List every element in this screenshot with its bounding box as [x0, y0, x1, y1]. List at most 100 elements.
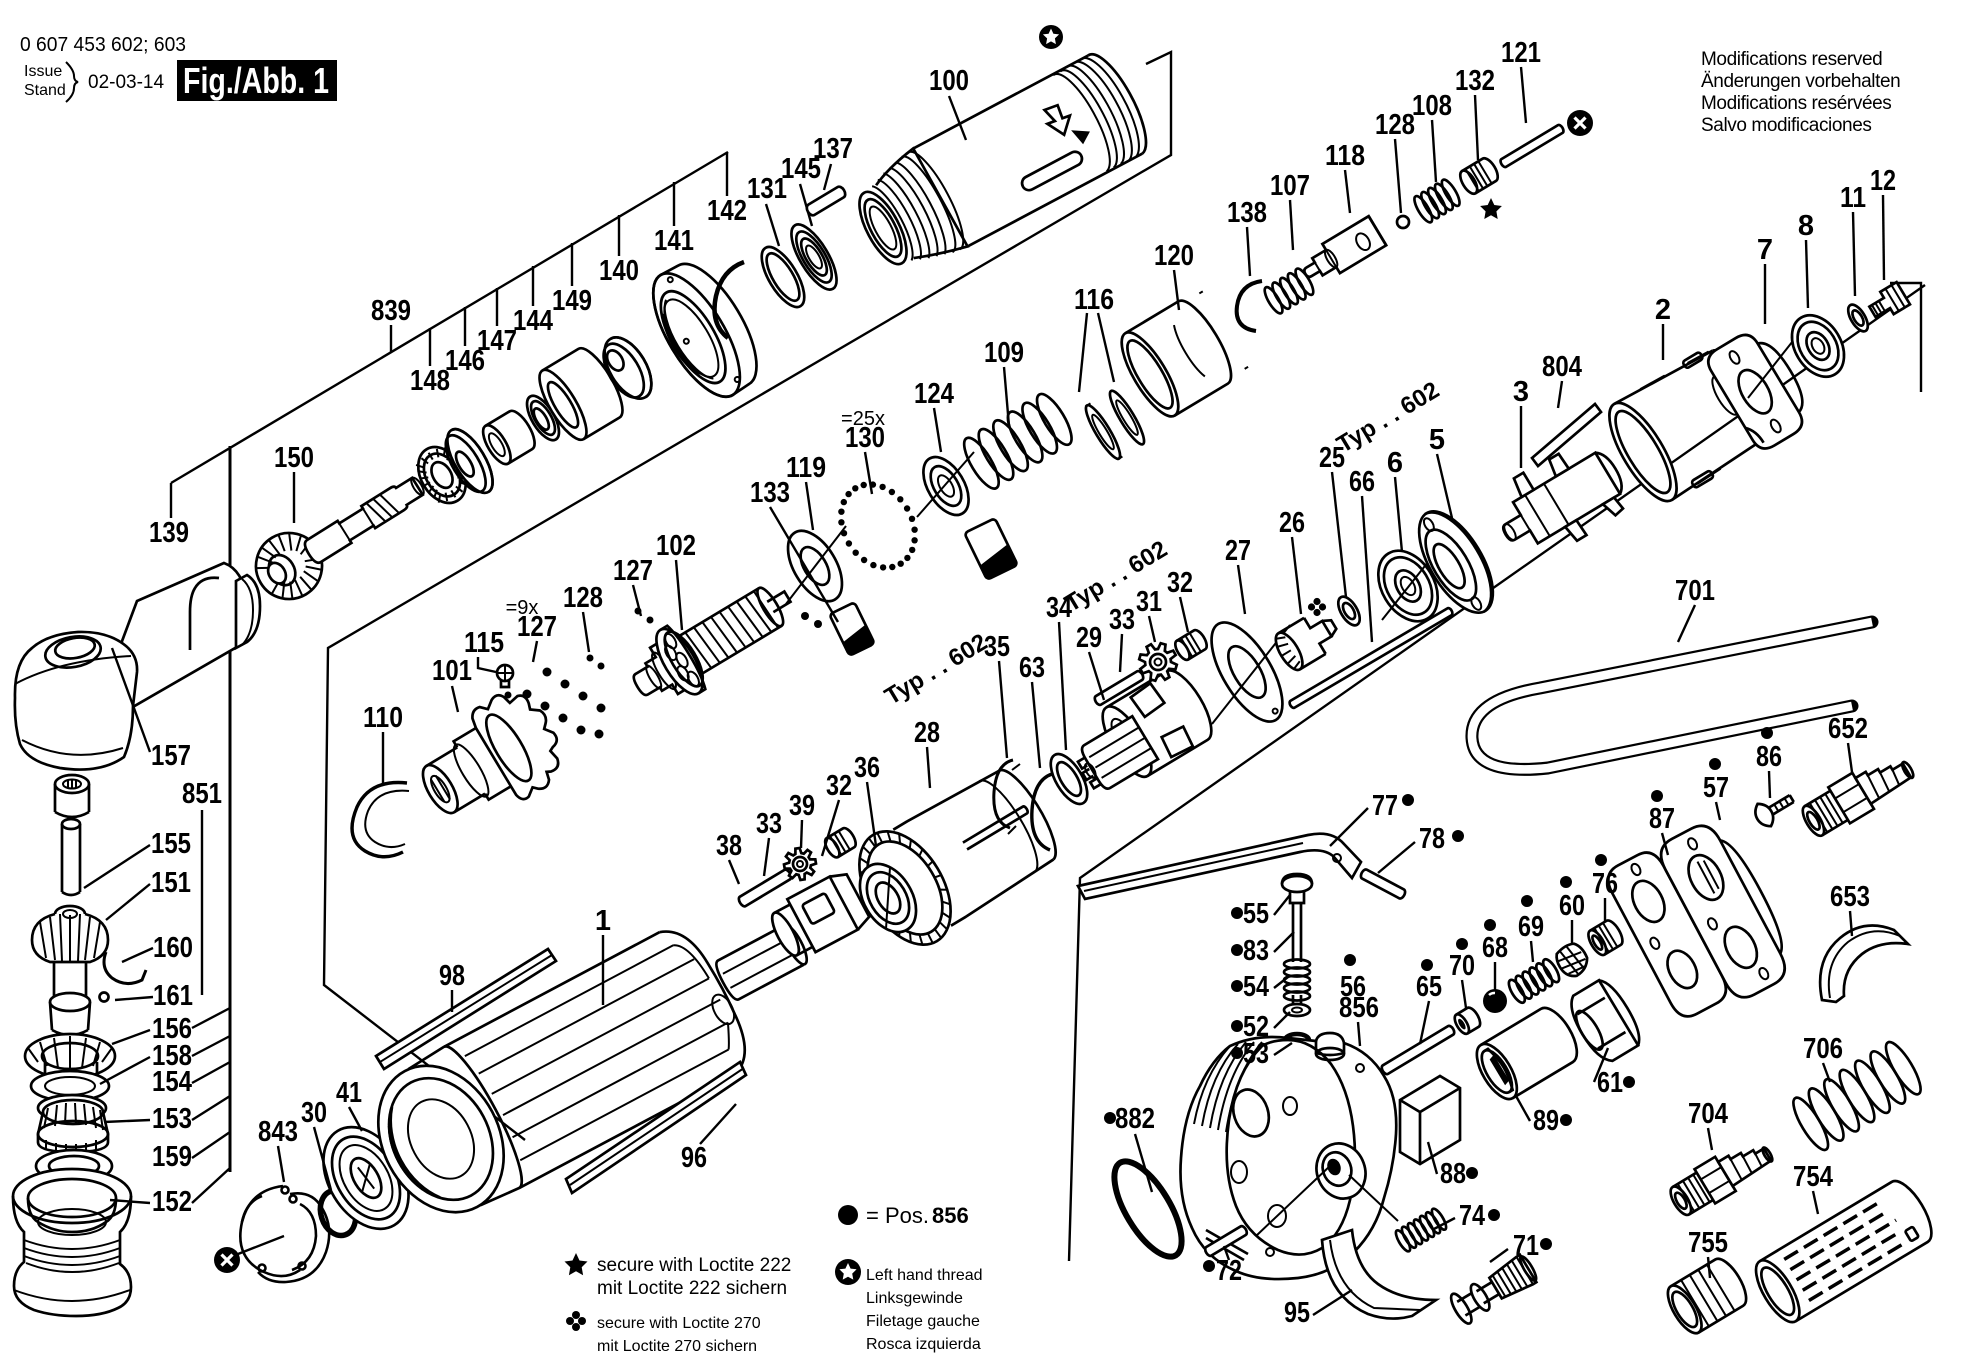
svg-text:=25x: =25x [841, 408, 885, 430]
svg-text:65: 65 [1416, 971, 1442, 1003]
svg-text:7: 7 [1757, 234, 1773, 266]
svg-text:Filetage gauche: Filetage gauche [866, 1313, 980, 1330]
svg-text:653: 653 [1830, 881, 1870, 913]
svg-text:32: 32 [826, 770, 852, 802]
svg-text:856: 856 [932, 1203, 969, 1228]
svg-text:110: 110 [363, 702, 403, 734]
svg-text:55: 55 [1243, 898, 1269, 930]
svg-text:63: 63 [1019, 652, 1045, 684]
svg-text:Stand: Stand [24, 82, 66, 99]
svg-text:Rosca izquierda: Rosca izquierda [866, 1336, 981, 1353]
svg-text:139: 139 [149, 517, 189, 549]
svg-text:70: 70 [1449, 950, 1475, 982]
svg-text:33: 33 [1109, 604, 1135, 636]
svg-text:39: 39 [789, 790, 815, 822]
svg-text:2: 2 [1655, 294, 1671, 326]
svg-text:141: 141 [654, 225, 694, 257]
svg-text:152: 152 [152, 1186, 192, 1218]
svg-text:3: 3 [1513, 376, 1529, 408]
svg-text:121: 121 [1501, 37, 1541, 69]
svg-text:159: 159 [152, 1141, 192, 1173]
svg-text:31: 31 [1136, 586, 1162, 618]
svg-text:706: 706 [1803, 1033, 1843, 1065]
svg-text:mit Loctite 270 sichern: mit Loctite 270 sichern [597, 1338, 757, 1355]
svg-text:11: 11 [1840, 182, 1866, 214]
svg-text:28: 28 [914, 717, 940, 749]
svg-text:146: 146 [445, 345, 485, 377]
svg-text:Issue: Issue [24, 63, 62, 80]
svg-text:147: 147 [477, 325, 517, 357]
svg-text:124: 124 [914, 378, 954, 410]
svg-text:6: 6 [1387, 447, 1403, 479]
svg-text:56: 56 [1340, 971, 1366, 1003]
svg-text:158: 158 [152, 1040, 192, 1072]
svg-text:secure with Loctite 270: secure with Loctite 270 [597, 1315, 761, 1332]
svg-text:652: 652 [1828, 713, 1868, 745]
svg-text:144: 144 [513, 305, 553, 337]
svg-text:=9x: =9x [506, 597, 539, 619]
svg-text:839: 839 [371, 295, 411, 327]
svg-text:119: 119 [786, 452, 826, 484]
svg-text:96: 96 [681, 1142, 707, 1174]
svg-text:72: 72 [1216, 1255, 1242, 1287]
svg-text:701: 701 [1675, 575, 1715, 607]
svg-text:26: 26 [1279, 507, 1305, 539]
svg-text:161: 161 [153, 980, 193, 1012]
svg-text:150: 150 [274, 442, 314, 474]
svg-text:86: 86 [1756, 741, 1782, 773]
svg-text:130: 130 [845, 422, 885, 454]
svg-text:Linksgewinde: Linksgewinde [866, 1290, 963, 1307]
svg-text:76: 76 [1592, 868, 1618, 900]
svg-text:133: 133 [750, 477, 790, 509]
svg-text:77: 77 [1372, 790, 1398, 822]
svg-text:118: 118 [1325, 140, 1365, 172]
svg-text:101: 101 [432, 655, 472, 687]
svg-text:100: 100 [929, 65, 969, 97]
svg-text:138: 138 [1227, 197, 1267, 229]
svg-text:54: 54 [1243, 971, 1269, 1003]
svg-text:142: 142 [707, 195, 747, 227]
svg-text:38: 38 [716, 830, 742, 862]
svg-text:153: 153 [152, 1103, 192, 1135]
svg-text:0 607 453 602; 603: 0 607 453 602; 603 [20, 34, 186, 56]
svg-text:25: 25 [1319, 442, 1345, 474]
svg-text:= Pos.: = Pos. [866, 1203, 929, 1228]
svg-text:Salvo modificaciones: Salvo modificaciones [1701, 115, 1871, 136]
svg-text:71: 71 [1513, 1230, 1539, 1262]
svg-text:74: 74 [1459, 1200, 1485, 1232]
svg-text:155: 155 [151, 828, 191, 860]
svg-text:29: 29 [1076, 622, 1102, 654]
svg-text:156: 156 [152, 1013, 192, 1045]
svg-text:116: 116 [1074, 284, 1114, 316]
svg-text:78: 78 [1419, 823, 1445, 855]
svg-text:148: 148 [410, 365, 450, 397]
svg-text:34: 34 [1046, 592, 1072, 624]
svg-text:69: 69 [1518, 911, 1544, 943]
svg-text:5: 5 [1429, 424, 1445, 456]
svg-text:Fig./Abb. 1: Fig./Abb. 1 [183, 60, 329, 101]
svg-text:98: 98 [439, 960, 465, 992]
svg-text:882: 882 [1115, 1103, 1155, 1135]
svg-text:128: 128 [1375, 109, 1415, 141]
svg-text:109: 109 [984, 337, 1024, 369]
svg-text:127: 127 [613, 555, 653, 587]
svg-text:145: 145 [781, 153, 821, 185]
svg-text:87: 87 [1649, 803, 1675, 835]
svg-text:127: 127 [517, 611, 557, 643]
svg-text:856: 856 [1339, 992, 1379, 1024]
svg-text:151: 151 [151, 867, 191, 899]
svg-text:57: 57 [1703, 772, 1729, 804]
svg-text:115: 115 [464, 627, 504, 659]
svg-text:108: 108 [1412, 90, 1452, 122]
svg-text:35: 35 [984, 631, 1010, 663]
svg-text:66: 66 [1349, 466, 1375, 498]
svg-text:160: 160 [153, 932, 193, 964]
svg-text:8: 8 [1798, 210, 1814, 242]
svg-text:Left hand thread: Left hand thread [866, 1267, 983, 1284]
svg-text:102: 102 [656, 530, 696, 562]
svg-text:1: 1 [595, 905, 611, 937]
svg-text:36: 36 [854, 752, 880, 784]
svg-text:132: 132 [1455, 65, 1495, 97]
svg-text:Modifications reserved: Modifications reserved [1701, 49, 1882, 70]
svg-text:149: 149 [552, 285, 592, 317]
